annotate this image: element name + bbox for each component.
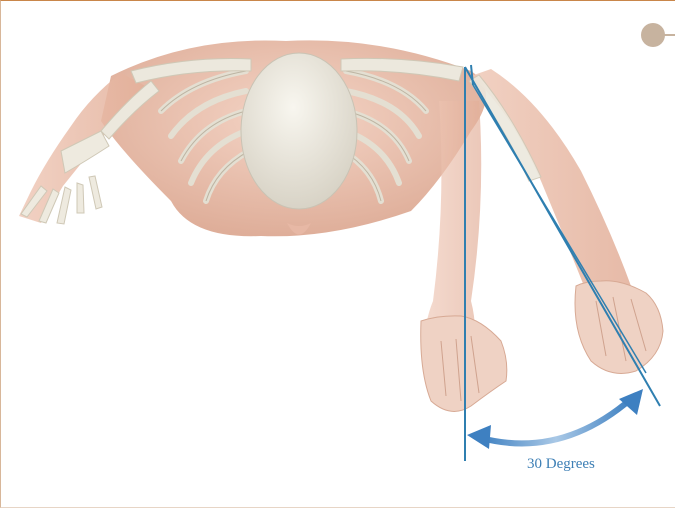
- arrow-head-left: [467, 425, 491, 449]
- right-fist-down: [421, 316, 507, 412]
- angle-arrow: [467, 389, 643, 449]
- angle-label: 30 Degrees: [527, 456, 595, 473]
- arm-axis-line-2: [473, 85, 646, 373]
- skull: [241, 53, 357, 209]
- arrow-head-right: [619, 389, 643, 415]
